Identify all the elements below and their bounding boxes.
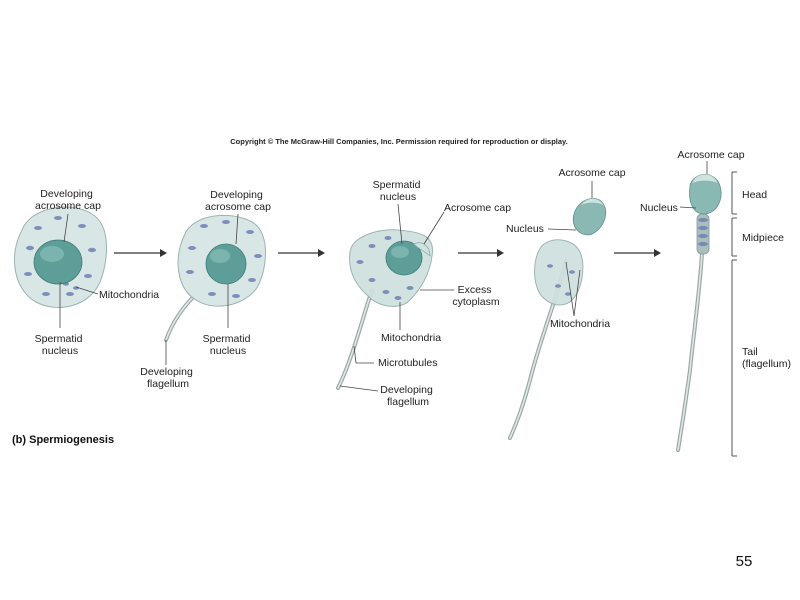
stage-2-spermatid: Developing acrosome cap Spermatid nucleu… [140, 189, 271, 390]
stage-2-mitochondria-dots [186, 220, 262, 298]
stage-1-mitochondria-dots [24, 216, 96, 296]
stage-1-mitochondria-label: Mitochondria [99, 289, 159, 301]
stage-2-developing-acrosome-cap-label: Developing acrosome cap [205, 189, 271, 213]
arrow-2 [278, 249, 325, 257]
excess-cytoplasm-label: Excess cytoplasm [452, 284, 500, 308]
stage-3-spermatid: Spermatid nucleus Acrosome cap Excess cy… [336, 179, 511, 408]
stage-2-developing-flagellum-label: Developing flagellum [140, 366, 195, 390]
stage-4-spermatid: Acrosome cap Nucleus Mitochondria [506, 167, 626, 440]
stage-4-mitochondria-label: Mitochondria [550, 318, 610, 330]
stage-5-acrosome-cap-label: Acrosome cap [677, 149, 744, 161]
head-label: Head [742, 189, 767, 201]
stage-3-acrosome-cap [413, 242, 431, 257]
arrow-4 [614, 249, 661, 257]
stage-1-developing-acrosome-cap-label: Developing acrosome cap [35, 188, 101, 212]
stage-4-mitochondria-dots [547, 264, 575, 296]
stage-3-acrosome-cap-label: Acrosome cap [444, 202, 511, 214]
stage-5-tail [676, 250, 704, 452]
region-brackets [731, 171, 737, 457]
stage-4-acrosome-cap-label: Acrosome cap [558, 167, 625, 179]
stage-1-spermatid: Developing acrosome cap Mitochondria Spe… [14, 188, 159, 357]
tail-flagellum-label: Tail (flagellum) [742, 346, 791, 370]
arrow-1 [114, 249, 167, 257]
midpiece-label: Midpiece [742, 232, 784, 244]
figure-caption: (b) Spermiogenesis [12, 434, 114, 446]
microtubules-label: Microtubules [378, 357, 438, 369]
stage-1-nucleus [33, 239, 83, 285]
stage-5-sperm: Acrosome cap Nucleus Head Midpiece Tail … [640, 149, 791, 457]
stage-5-nucleus-label: Nucleus [640, 202, 678, 214]
stage-2-nucleus [205, 243, 247, 285]
stage-1-spermatid-nucleus-label: Spermatid nucleus [35, 333, 86, 357]
stage-5-acrosome-cap [691, 173, 719, 185]
stage-3-mitochondria-dots [356, 236, 414, 300]
stage-4-cytoplasm [534, 239, 584, 306]
stage-3-developing-flagellum-label: Developing flagellum [380, 384, 435, 408]
copyright-notice: Copyright © The McGraw-Hill Companies, I… [230, 137, 568, 146]
stage-4-acrosome-cap [578, 198, 605, 208]
stage-2-spermatid-nucleus-label: Spermatid nucleus [203, 333, 254, 357]
stage-3-mitochondria-label: Mitochondria [381, 332, 441, 344]
arrow-3 [458, 249, 504, 257]
stage-5-midpiece [696, 213, 710, 255]
stage-4-nucleus-label: Nucleus [506, 223, 544, 235]
stage-3-spermatid-nucleus-label: Spermatid nucleus [373, 179, 424, 203]
stage-2-tail [164, 290, 200, 342]
page-number: 55 [736, 553, 753, 570]
